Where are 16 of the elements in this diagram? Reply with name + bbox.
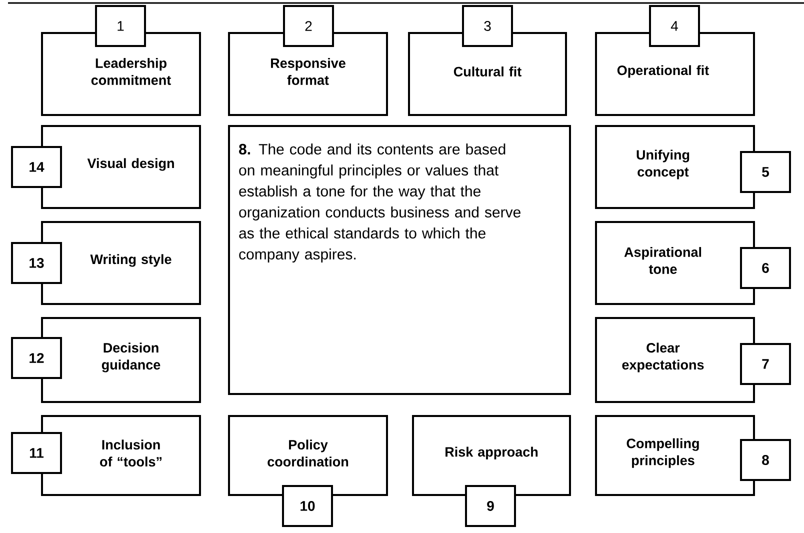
number-box: 4 [649,5,700,47]
number-box: 9 [465,484,516,527]
description-box: 8. The code and its contents are based on meaningful principles or values that establish a tone for the way that the organization conducts business and serve as the ethical standards to which the company aspires. [228,125,571,395]
number-box: 11 [11,432,62,474]
number-box: 7 [740,343,791,385]
number-box: 6 [740,247,791,289]
label-box: Clear expectations [595,316,755,403]
number-box: 13 [11,242,62,284]
number-box: 14 [11,146,62,188]
number-box: 5 [740,151,791,193]
number-box: 1 [95,5,146,47]
number-box: 2 [283,5,334,47]
number-box: 8 [740,438,791,481]
number-box: 10 [282,484,333,527]
number-box: 3 [462,5,513,47]
number-box: 12 [11,336,62,379]
